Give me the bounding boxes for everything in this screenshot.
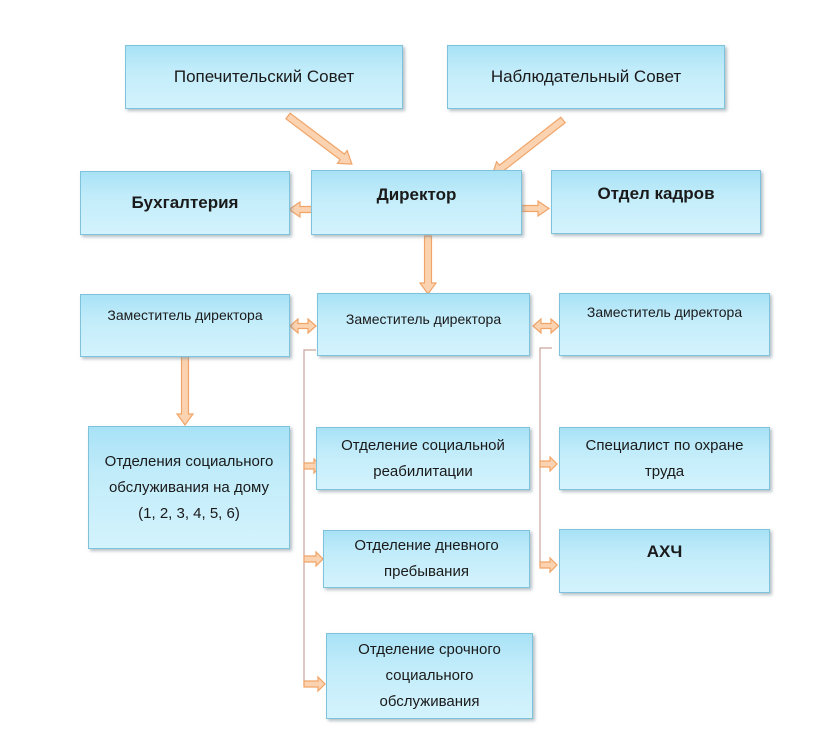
- arrow-deputy-center-right: [532, 317, 560, 335]
- bracket-right: [539, 347, 552, 566]
- node-social-rehabilitation: Отделение социальной реабилитации: [316, 427, 530, 490]
- node-ahch-label: АХЧ: [646, 542, 683, 561]
- arrow-director-to-hr: [519, 199, 551, 218]
- node-urgent-label: Отделение срочного социального обслужива…: [358, 641, 501, 710]
- node-deputy-center-label: Заместитель директора: [345, 311, 502, 327]
- node-deputy-director-center: Заместитель директора: [317, 293, 530, 356]
- node-safety-label: Специалист по охране труда: [585, 436, 744, 480]
- node-deputy-right-label: Заместитель директора: [586, 304, 743, 320]
- node-accounting-label: Бухгалтерия: [131, 193, 239, 212]
- arrow-to-ahch: [539, 556, 558, 574]
- node-labor-safety-specialist: Специалист по охране труда: [559, 427, 770, 490]
- node-day-stay-label: Отделение дневного пребывания: [354, 537, 499, 580]
- node-trustees-board: Попечительский Совет: [125, 45, 403, 109]
- bracket-center: [303, 349, 316, 686]
- arrow-trustees-to-director: [285, 112, 353, 165]
- node-director-label: Директор: [376, 185, 457, 204]
- node-director: Директор: [311, 170, 522, 235]
- node-ahch: АХЧ: [559, 529, 770, 593]
- arrow-deputy-left-center: [289, 317, 317, 335]
- node-trustees-label: Попечительский Совет: [173, 67, 355, 86]
- arrow-director-to-deputy-center: [418, 235, 438, 296]
- node-deputy-director-right: Заместитель директора: [559, 293, 770, 356]
- node-accounting: Бухгалтерия: [80, 171, 290, 235]
- node-day-stay: Отделение дневного пребывания: [323, 530, 530, 588]
- node-deputy-director-left: Заместитель директора: [80, 294, 290, 357]
- node-urgent-social-service: Отделение срочного социального обслужива…: [326, 633, 533, 719]
- node-home-service-departments: Отделения социального обслуживания на до…: [88, 426, 290, 549]
- arrow-to-day-stay: [303, 550, 324, 568]
- node-supervisory-label: Наблюдательный Совет: [490, 67, 682, 86]
- arrow-deputy-left-to-home: [175, 355, 195, 427]
- node-supervisory-board: Наблюдательный Совет: [447, 45, 725, 109]
- node-deputy-left-label: Заместитель директора: [107, 307, 263, 323]
- node-hr-label: Отдел кадров: [597, 184, 715, 203]
- arrow-to-safety: [539, 455, 558, 473]
- node-home-service-label: Отделения социального обслуживания на до…: [104, 452, 274, 522]
- node-rehab-label: Отделение социальной реабилитации: [341, 436, 505, 480]
- arrow-to-urgent: [303, 675, 326, 693]
- node-hr-department: Отдел кадров: [551, 170, 761, 234]
